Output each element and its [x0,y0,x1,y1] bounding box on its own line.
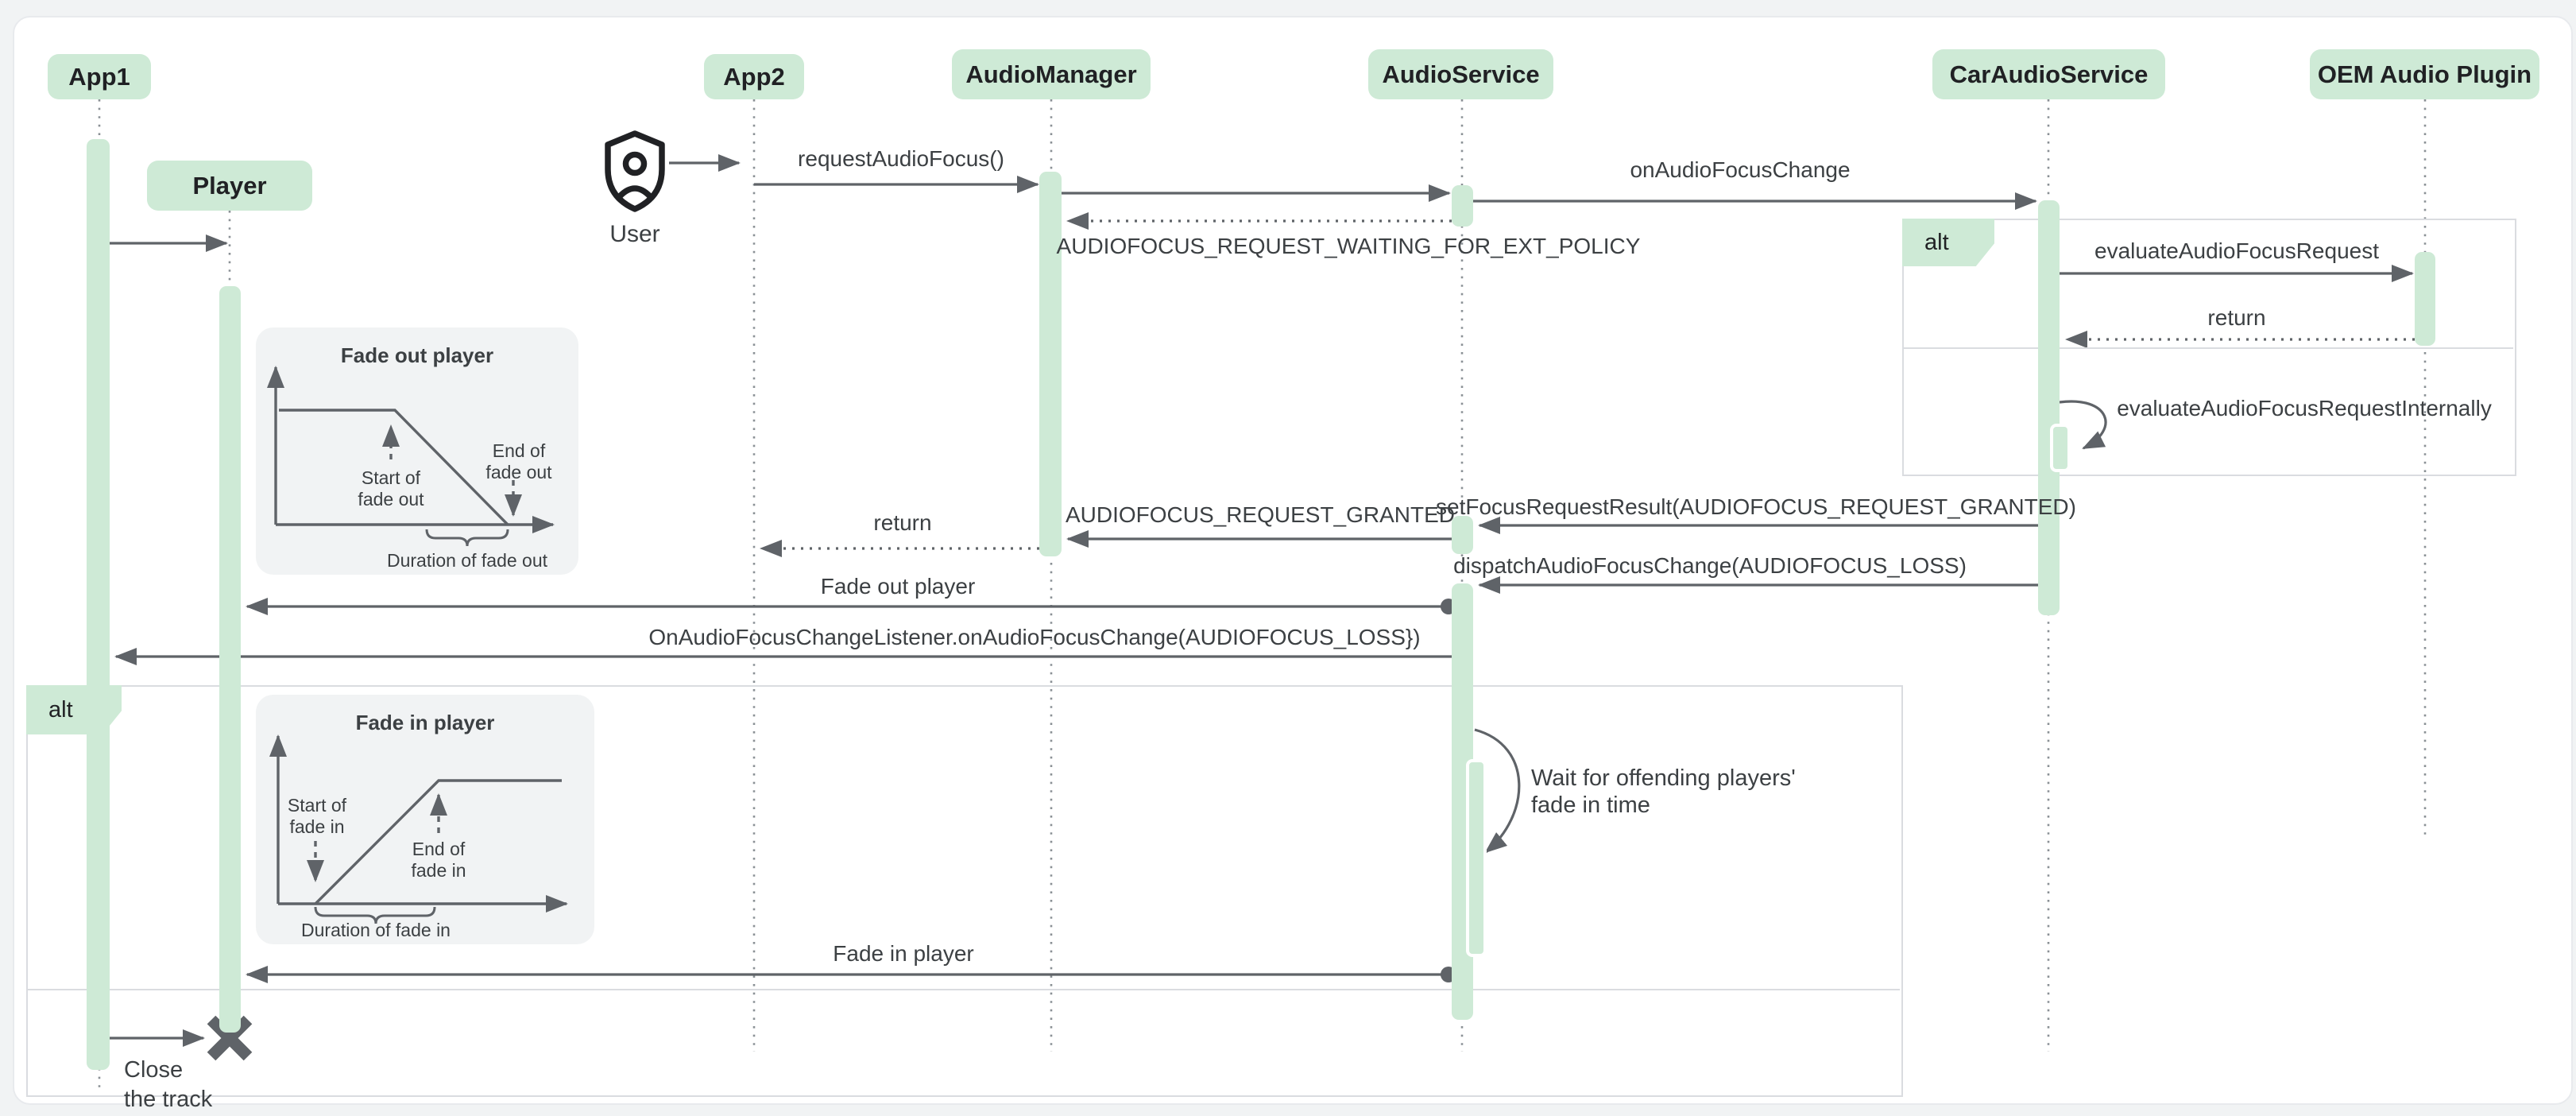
msg-focus-change-listener: OnAudioFocusChangeListener.onAudioFocusC… [648,625,1421,649]
fade-in-end-label: End of fade in [411,839,466,881]
msg-wait-note: Wait for offending players' fade in time [1531,765,1796,818]
participant-app2: App2 [704,54,804,99]
msg-fade-in-player: Fade in player [833,941,974,966]
activation-audioservice-2 [1452,516,1473,554]
fade-out-duration-label: Duration of fade out [386,550,548,571]
alt-label: alt [1924,229,1949,255]
msg-on-audio-focus-change: onAudioFocusChange [1630,157,1851,182]
activation-audioservice-nested [1466,759,1487,957]
msg-dispatch-change: dispatchAudioFocusChange(AUDIOFOCUS_LOSS… [1453,553,1967,578]
fade-in-duration-label: Duration of fade in [301,920,451,940]
msg-evaluate-internally: evaluateAudioFocusRequestInternally [2117,396,2492,420]
fade-out-start-label: Start of fade out [358,467,424,510]
fade-in-start-label: Start of fade in [287,795,347,837]
activation-caraudioservice-nested [2050,424,2071,472]
activation-player [219,286,241,1033]
participant-player: Player [147,161,312,211]
activation-oem [2415,252,2435,346]
msg-return-oem: return [2207,305,2266,330]
participant-label: CarAudioService [1949,60,2149,88]
alt-fragment-2 [26,685,1903,1097]
participant-label: OEM Audio Plugin [2317,60,2532,88]
alt-label: alt [48,696,73,723]
participant-app1: App1 [48,54,151,99]
msg-evaluate-request: evaluateAudioFocusRequest [2094,238,2380,263]
activation-app1 [87,139,110,1070]
msg-request-granted: AUDIOFOCUS_REQUEST_GRANTED [1065,502,1456,527]
msg-return-app2: return [873,510,932,535]
alt-fragment-1-divider [1902,347,2513,349]
participant-audiomanager: AudioManager [952,49,1151,99]
participant-label: App2 [723,62,785,91]
activation-audioservice-1 [1452,185,1473,227]
alt-fragment-2-divider [26,989,1900,990]
participant-audioservice: AudioService [1368,49,1553,99]
participant-label: Player [192,171,267,200]
activation-audiomanager [1039,172,1062,556]
msg-set-focus-result: setFocusRequestResult(AUDIOFOCUS_REQUEST… [1436,494,2076,519]
participant-label: AudioManager [965,60,1137,88]
msg-waiting-ext-policy: AUDIOFOCUS_REQUEST_WAITING_FOR_EXT_POLIC… [1056,234,1641,258]
msg-fade-out-player: Fade out player [820,574,976,599]
fade-out-end-label: End of fade out [485,440,552,482]
participant-label: AudioService [1382,60,1540,88]
fade-in-chart-title: Fade in player [355,711,495,734]
msg-close-track: Close the track [124,1057,213,1112]
participant-caraudioservice: CarAudioService [1932,49,2165,99]
activation-caraudioservice [2038,200,2060,615]
participant-label: App1 [68,62,130,91]
participant-oem-audio-plugin: OEM Audio Plugin [2310,49,2539,99]
fade-out-chart-title: Fade out player [340,343,494,367]
msg-request-audio-focus: requestAudioFocus() [798,146,1004,171]
actor-user-label: User [609,221,660,247]
alt-fragment-1-label: alt [1902,219,1994,266]
